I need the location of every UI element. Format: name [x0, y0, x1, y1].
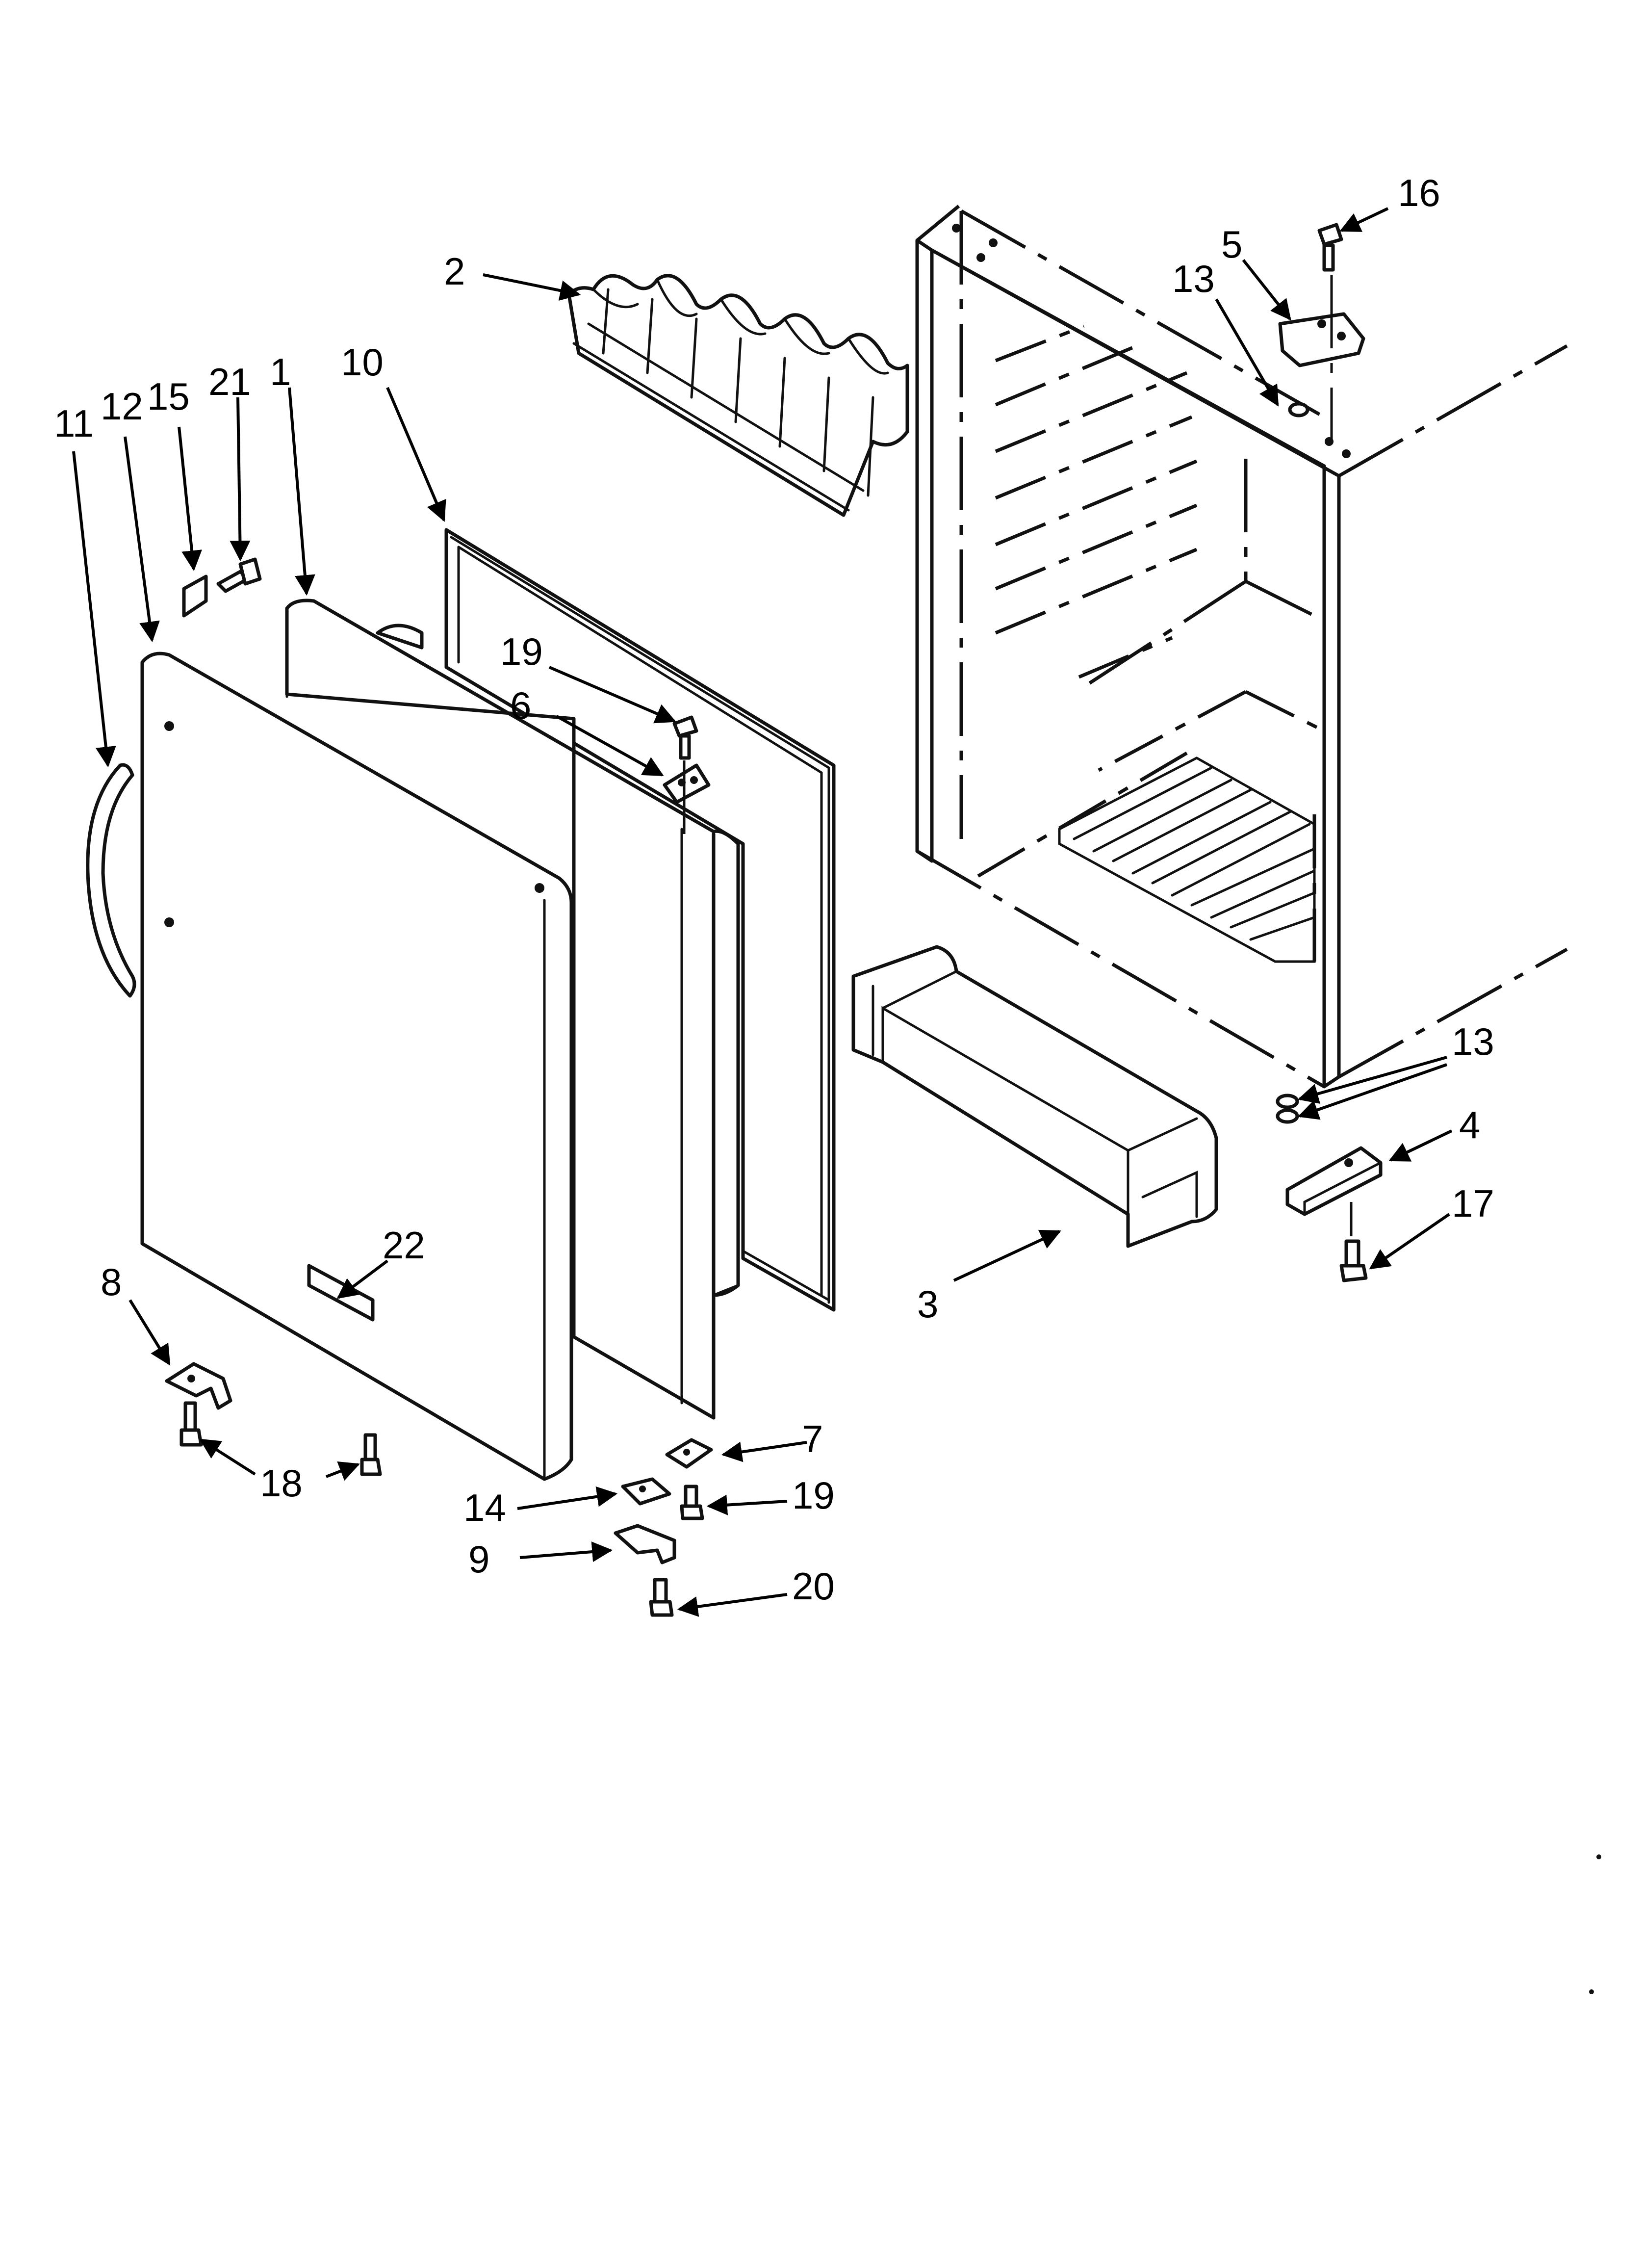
bracket-part-8: [165, 1362, 232, 1410]
callout-9: 9: [468, 1538, 489, 1581]
page-speck: [1589, 1989, 1594, 1994]
callout-19-bottom: 19: [792, 1474, 835, 1517]
hinge-part-7: [665, 1438, 713, 1469]
bracket-part-9: [614, 1524, 676, 1564]
screw-part-20: [649, 1578, 674, 1617]
callout-3: 3: [917, 1282, 938, 1326]
callout-13-bottom: 13: [1452, 1020, 1494, 1063]
hinge-part-4: [1285, 1146, 1383, 1216]
washer-part-13-bottom-1: [1276, 1094, 1299, 1109]
callout-18: 18: [260, 1461, 303, 1505]
screw-part-21: [216, 557, 262, 593]
wine-rack-part-2: [567, 274, 909, 517]
screw-part-19-top: [672, 715, 698, 760]
callout-15: 15: [147, 375, 190, 418]
gasket-part-10: [444, 528, 836, 1312]
callout-20: 20: [792, 1564, 835, 1608]
callout-16: 16: [1398, 171, 1440, 214]
floor-grid: [1058, 756, 1316, 963]
bracket-part-15: [182, 574, 208, 618]
callout-1: 1: [270, 350, 291, 393]
inner-door-part-1: [285, 599, 740, 1420]
door-panel-part-12: [140, 652, 573, 1481]
callout-17: 17: [1452, 1182, 1494, 1225]
washer-part-13-top: [1288, 402, 1309, 417]
page-speck: [1596, 1854, 1601, 1859]
screw-part-16: [1317, 223, 1343, 272]
callout-8: 8: [101, 1260, 122, 1303]
door-bin-part-3: [851, 945, 1218, 1248]
handle-part-11: [86, 763, 136, 998]
callout-14: 14: [463, 1486, 506, 1529]
callout-13-top: 13: [1172, 257, 1215, 300]
screw-part-18-b: [360, 1433, 382, 1476]
cabinet-outline: [915, 205, 1568, 1089]
screw-part-17: [1339, 1239, 1368, 1282]
callout-21: 21: [208, 360, 251, 403]
hinge-part-5: [1278, 312, 1365, 367]
callout-22: 22: [383, 1224, 425, 1267]
callout-5: 5: [1221, 223, 1242, 266]
leader-lines: [72, 207, 1453, 1617]
callout-4: 4: [1459, 1103, 1480, 1147]
screw-part-19-bottom: [680, 1485, 704, 1520]
callout-labels: 2 16 5 13 10 11 12 15 21 1 19 6 13 4 17 …: [54, 171, 1494, 1608]
hinge-part-6: [663, 763, 711, 804]
callout-2: 2: [444, 250, 465, 293]
callout-11: 11: [54, 402, 94, 445]
callout-6: 6: [510, 684, 531, 727]
shim-part-14: [621, 1477, 671, 1506]
callout-12: 12: [101, 385, 143, 428]
callout-7: 7: [802, 1417, 823, 1460]
callout-19-top: 19: [500, 630, 543, 673]
washer-part-13-bottom-2: [1276, 1108, 1299, 1124]
screw-part-18-a: [180, 1401, 203, 1447]
callout-10: 10: [341, 340, 384, 384]
